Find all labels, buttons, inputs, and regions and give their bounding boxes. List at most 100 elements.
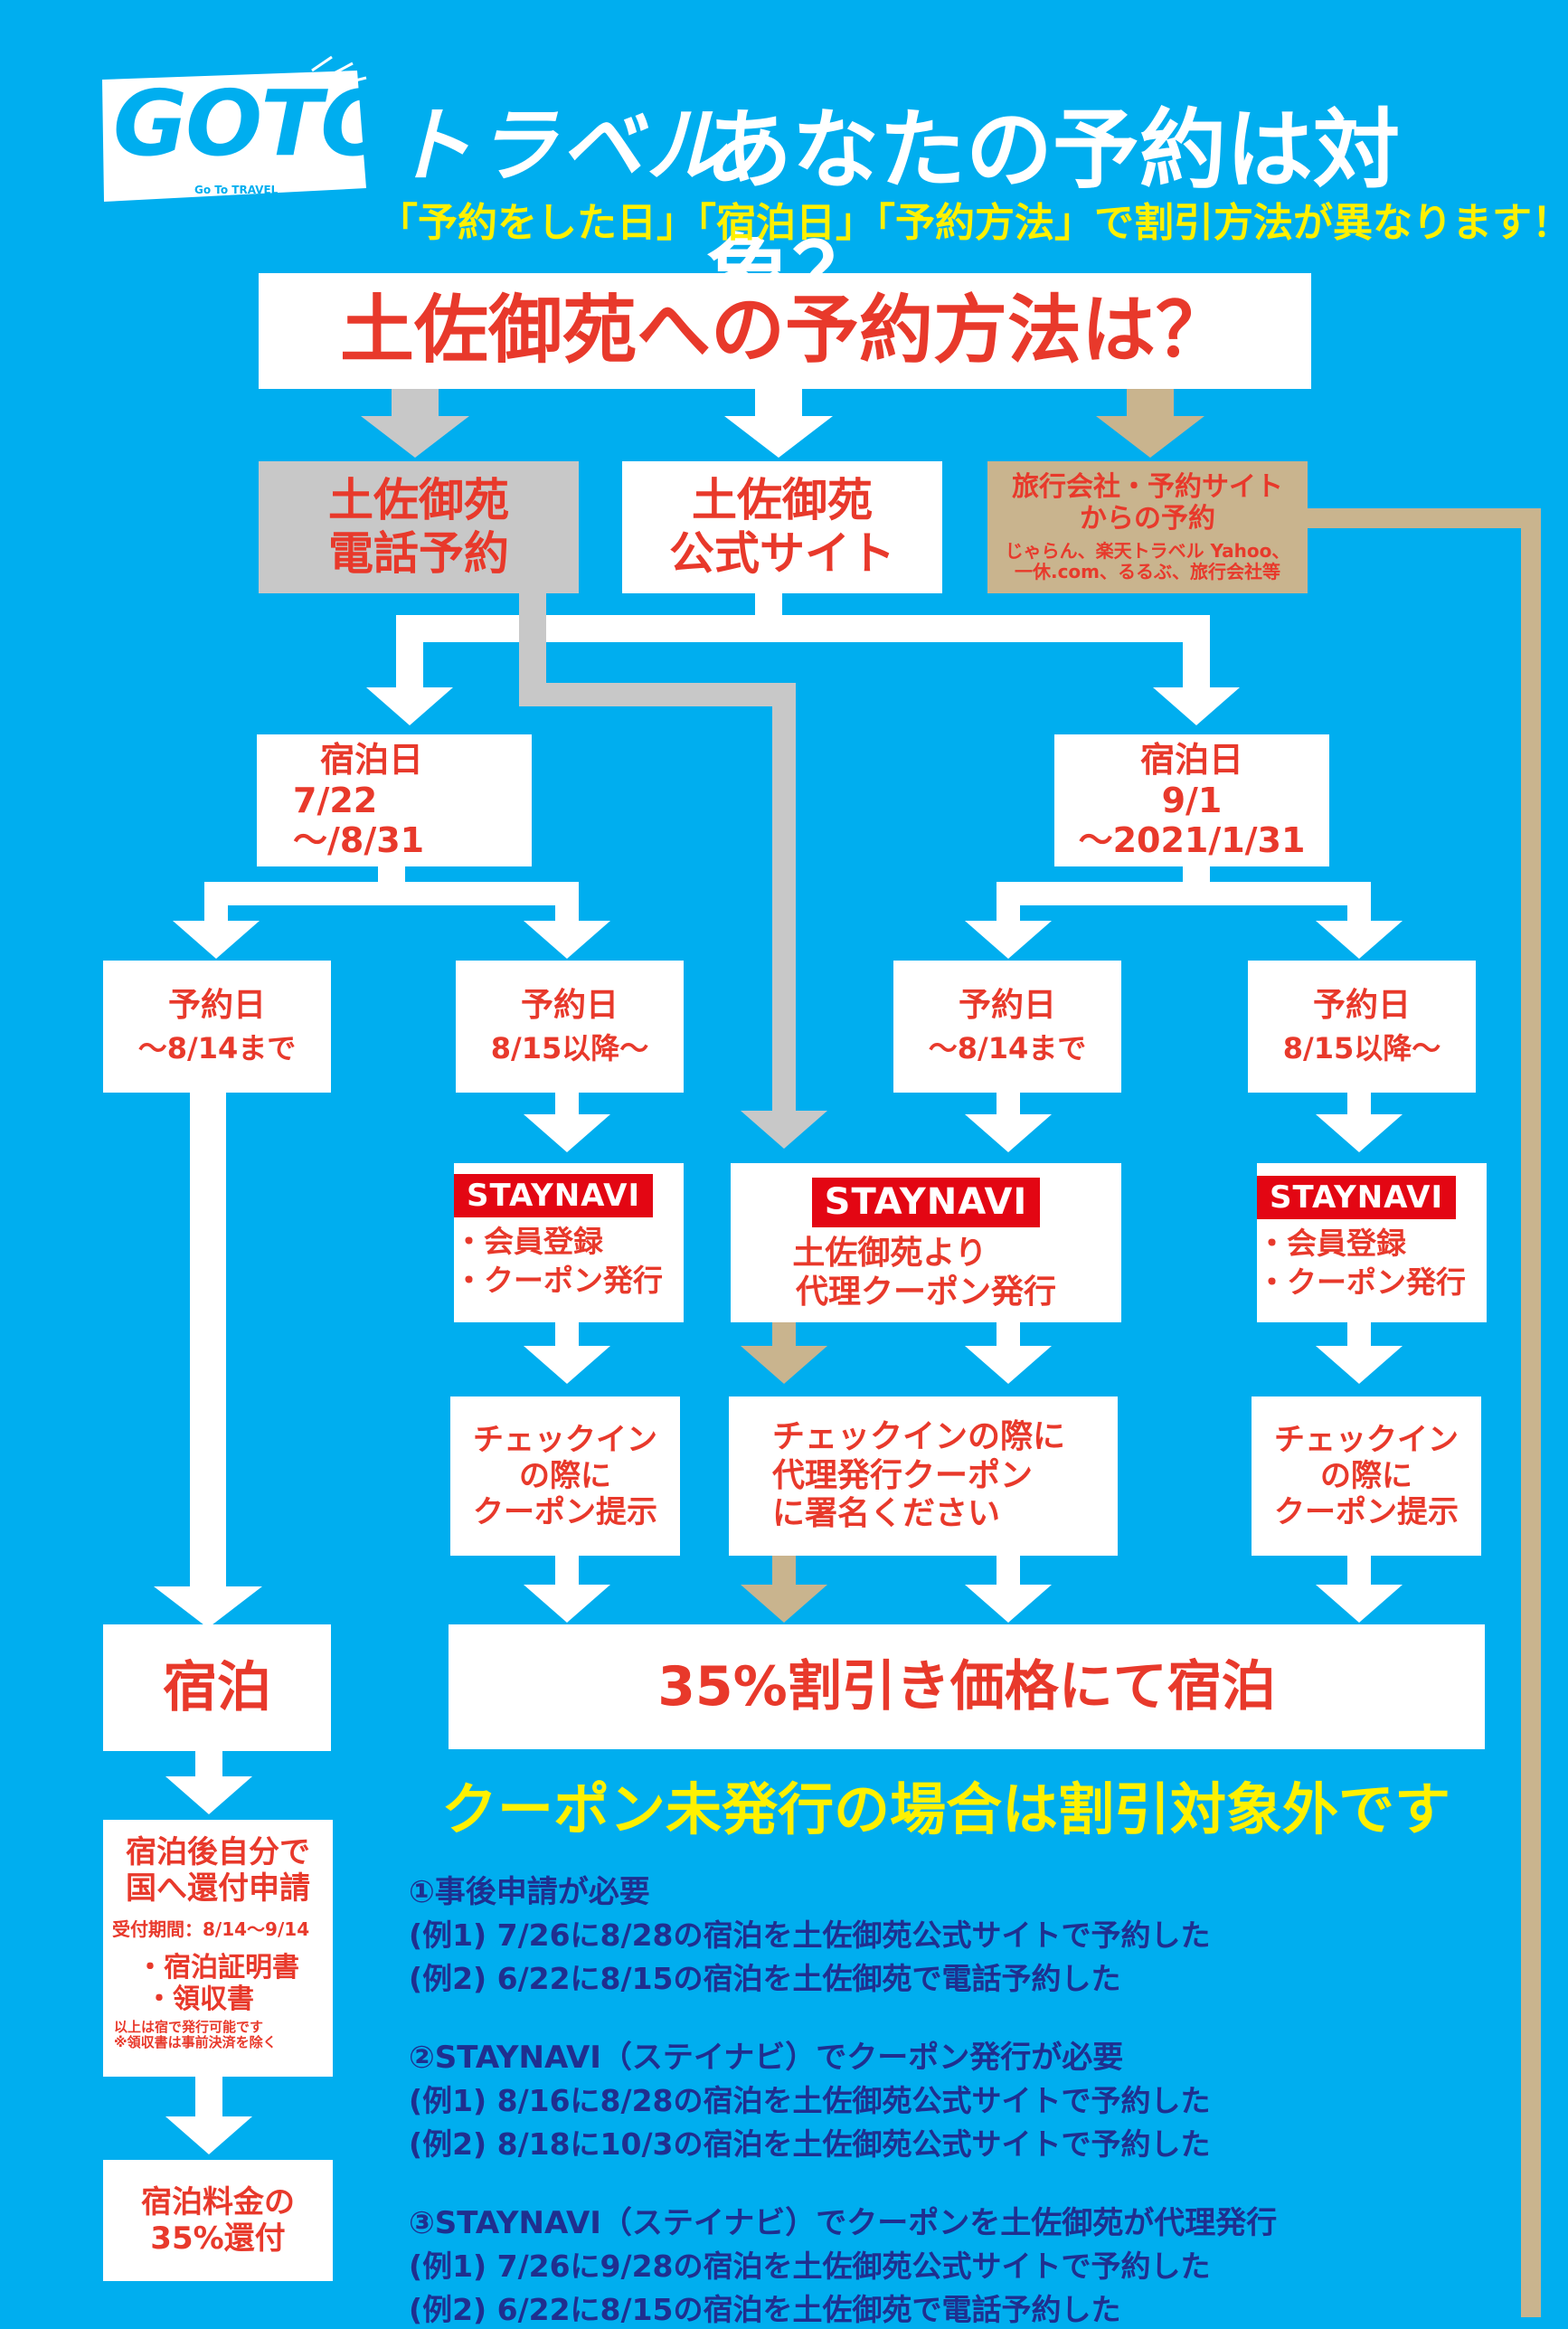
arrow — [1316, 921, 1403, 959]
arrow — [524, 1585, 610, 1623]
staynavi-left-box: STAYNAVI ・会員登録 ・クーポン発行 — [454, 1163, 684, 1322]
refund-title-1: 宿泊後自分で — [126, 1834, 310, 1870]
reserve-date-c: 予約日 ～8/14まで — [893, 961, 1121, 1093]
arrow — [1153, 687, 1240, 725]
arrow — [1096, 416, 1204, 458]
connector — [1306, 508, 1541, 528]
reserve-date-d: 予約日 8/15以降～ — [1248, 961, 1476, 1093]
arrow — [154, 1586, 262, 1628]
stay-left-from: 7/22 — [293, 780, 378, 820]
staynavi-right-box: STAYNAVI ・会員登録 ・クーポン発行 — [1257, 1163, 1487, 1322]
connector — [204, 882, 579, 905]
question-box: 土佐御苑への予約方法は？ — [259, 273, 1311, 389]
staynavi-right-item-2: ・クーポン発行 — [1257, 1264, 1466, 1300]
stay-date-left: 宿泊日 7/22 ～/8/31 — [257, 734, 532, 866]
note-1-title: ①事後申請が必要 — [409, 1874, 650, 1910]
page-subtitle: 「予約をした日」「宿泊日」「予約方法」で割引方法が異なります！ — [378, 200, 1568, 246]
connector — [555, 1322, 579, 1348]
arrow — [1316, 1346, 1403, 1384]
reserve-a-label: 予約日 — [167, 986, 266, 1024]
agency-sub-2: 一休.com、るるぶ、旅行会社等 — [1014, 561, 1281, 583]
arrow — [965, 1346, 1052, 1384]
staynavi-center-line-1: 土佐御苑より — [792, 1235, 987, 1273]
connector — [755, 389, 802, 418]
connector — [396, 615, 1210, 642]
arrow — [741, 1111, 827, 1149]
connector — [1347, 882, 1371, 923]
checkin-right-2: の際に — [1320, 1457, 1412, 1494]
arrow — [524, 1114, 610, 1152]
agency-reservation-box: 旅行会社・予約サイト からの予約 じゃらん、楽天トラベル Yahoo、 一休.c… — [987, 461, 1308, 593]
note-2-example-2: (例2) 8/18に10/3の宿泊を土佐御苑公式サイトで予約した — [409, 2126, 1211, 2162]
warning-text: クーポン未発行の場合は割引対象外です — [441, 1776, 1451, 1842]
connector — [1347, 1322, 1371, 1348]
note-3: ③STAYNAVI（ステイナビ）でクーポンを土佐御苑が代理発行 (例1) 7/2… — [409, 2198, 1494, 2329]
arrow — [724, 416, 833, 458]
arrow — [165, 2116, 252, 2154]
connector — [997, 882, 1020, 923]
logo-flag-icon — [102, 55, 367, 202]
logo-text: GOTO — [113, 71, 397, 176]
official-line-1: 土佐御苑 — [692, 474, 873, 526]
checkin-center-1: チェックインの際に — [772, 1418, 1066, 1456]
checkin-right-1: チェックイン — [1274, 1421, 1459, 1458]
reserve-c-label: 予約日 — [958, 986, 1056, 1024]
connector — [997, 1093, 1020, 1116]
stay-date-right: 宿泊日 9/1 ～2021/1/31 — [1054, 734, 1329, 866]
arrow — [741, 1585, 827, 1623]
arrow — [165, 1776, 252, 1814]
checkin-right-3: クーポン提示 — [1274, 1494, 1459, 1531]
stay-left-to: ～/8/31 — [293, 820, 425, 861]
reserve-date-a: 予約日 ～8/14まで — [103, 961, 331, 1093]
goto-logo: GOTO Go To TRAVEL — [95, 52, 397, 206]
stay-right-label: 宿泊日 — [1139, 739, 1243, 780]
connector — [555, 882, 579, 923]
checkin-left-2: の際に — [519, 1457, 611, 1494]
refund-small-2: ※領収書は事前決済を除く — [114, 2034, 277, 2051]
reserve-b-label: 予約日 — [520, 986, 619, 1024]
arrow — [366, 687, 453, 725]
reserve-c-date: ～8/14まで — [928, 1031, 1087, 1066]
connector — [190, 1093, 226, 1588]
connector — [1127, 389, 1174, 418]
note-1-example-2: (例2) 6/22に8/15の宿泊を土佐御苑で電話予約した — [409, 1961, 1121, 1996]
agency-sub-1: じゃらん、楽天トラベル Yahoo、 — [1005, 539, 1290, 562]
note-3-example-2: (例2) 6/22に8/15の宿泊を土佐御苑で電話予約した — [409, 2292, 1121, 2327]
checkin-left-box: チェックイン の際に クーポン提示 — [450, 1396, 680, 1556]
staynavi-right-item-1: ・会員登録 — [1257, 1226, 1406, 1262]
connector — [392, 389, 439, 418]
staynavi-left-label: STAYNAVI — [454, 1174, 654, 1218]
connector — [555, 1093, 579, 1116]
agency-line-2: からの予約 — [1080, 503, 1215, 535]
connector — [772, 1556, 796, 1586]
connector — [519, 683, 796, 706]
phone-line-1: 土佐御苑 — [328, 474, 509, 526]
connector — [997, 882, 1371, 905]
staynavi-right-label: STAYNAVI — [1257, 1176, 1457, 1220]
arrow — [965, 1585, 1052, 1623]
discount-text: 35%割引き価格にて宿泊 — [657, 1654, 1276, 1718]
refund-result-2: 35%還付 — [150, 2220, 286, 2257]
note-3-title: ③STAYNAVI（ステイナビ）でクーポンを土佐御苑が代理発行 — [409, 2205, 1278, 2241]
staynavi-center-label: STAYNAVI — [811, 1178, 1041, 1228]
staynavi-center-line-2: 代理クーポン発行 — [795, 1273, 1056, 1311]
reserve-b-date: 8/15以降～ — [490, 1031, 649, 1066]
phone-line-2: 電話予約 — [328, 527, 509, 580]
refund-title-2: 国へ還付申請 — [126, 1870, 310, 1908]
connector — [772, 683, 796, 1112]
note-1-example-1: (例1) 7/26に8/28の宿泊を土佐御苑公式サイトで予約した — [409, 1917, 1211, 1953]
arrow — [1316, 1585, 1403, 1623]
connector — [1347, 1093, 1371, 1116]
connector — [195, 1751, 222, 1778]
discount-box: 35%割引き価格にて宿泊 — [449, 1624, 1485, 1749]
checkin-left-3: クーポン提示 — [473, 1494, 657, 1531]
refund-result-box: 宿泊料金の 35%還付 — [103, 2160, 333, 2281]
checkin-right-box: チェックイン の際に クーポン提示 — [1252, 1396, 1481, 1556]
staynavi-left-item-2: ・クーポン発行 — [454, 1263, 663, 1298]
arrow — [361, 416, 469, 458]
stay-right-from: 9/1 — [1161, 780, 1223, 820]
connector — [396, 615, 423, 689]
note-2: ②STAYNAVI（ステイナビ）でクーポン発行が必要 (例1) 8/16に8/2… — [409, 2032, 1494, 2163]
staynavi-center-box: STAYNAVI 土佐御苑より 代理クーポン発行 — [731, 1163, 1121, 1322]
connector — [1347, 1556, 1371, 1586]
